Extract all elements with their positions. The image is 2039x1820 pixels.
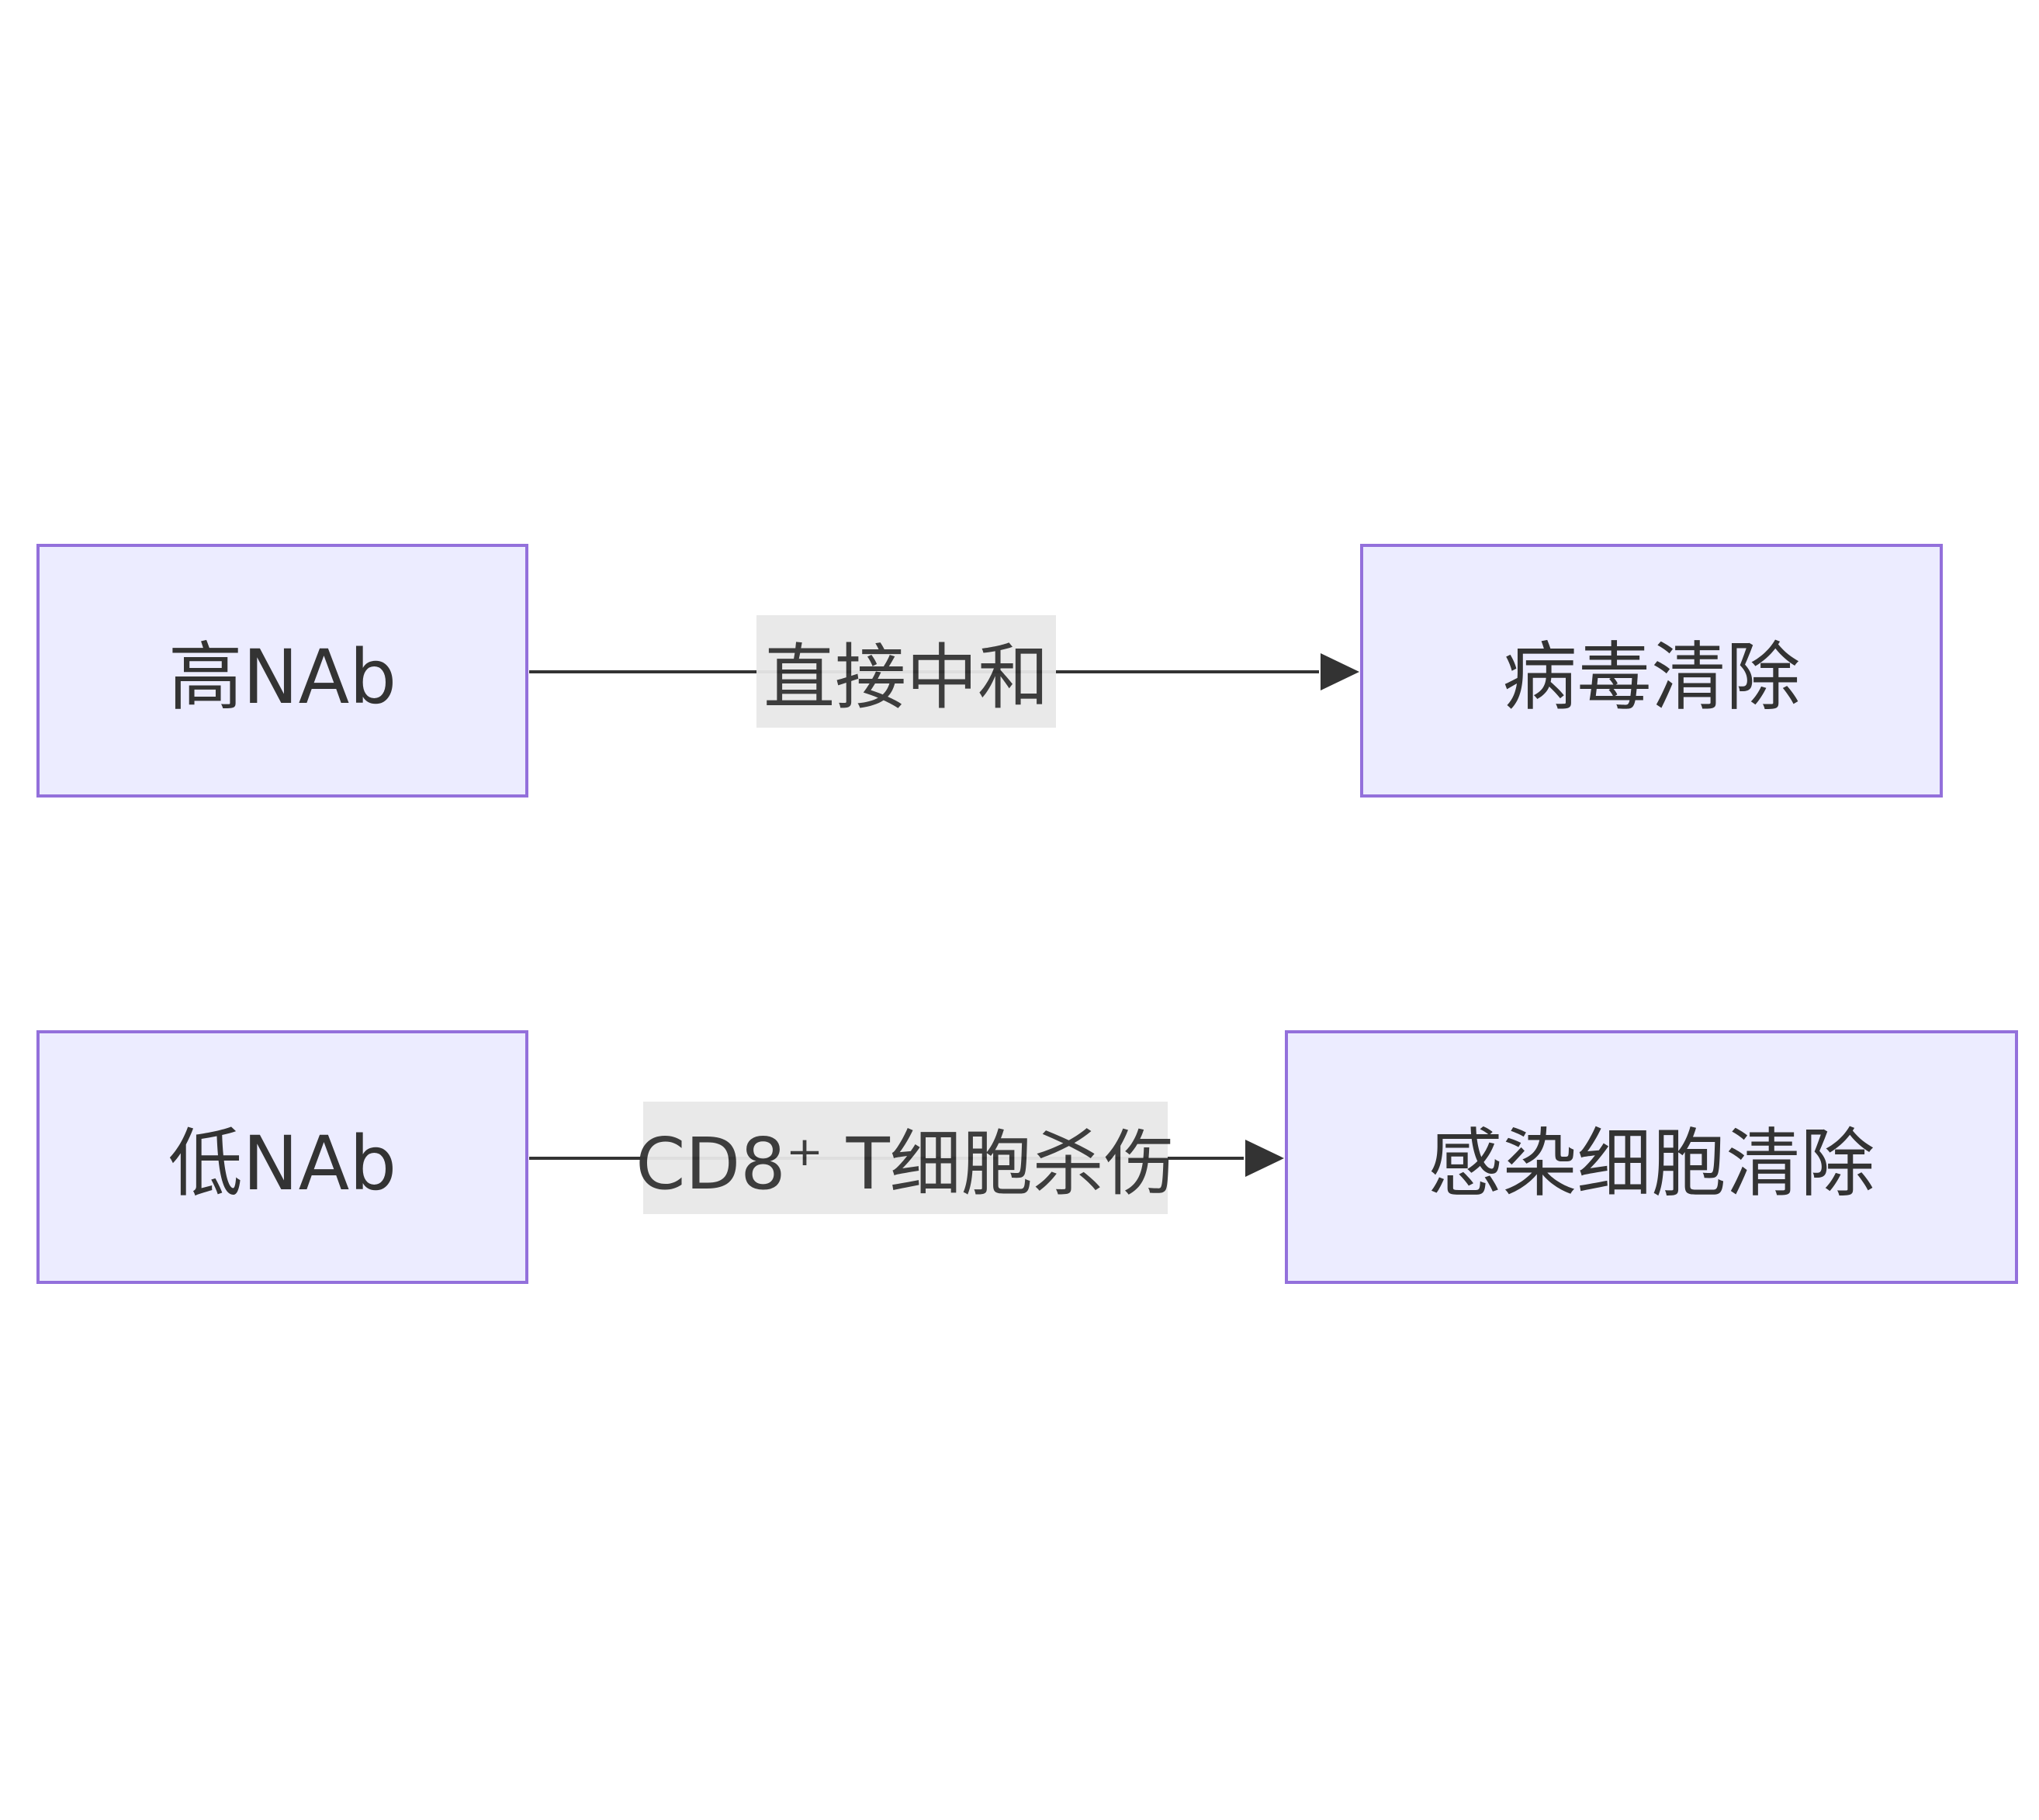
node-virus-clearance-label: 病毒清除 — [1502, 634, 1801, 721]
node-high-nab: 高NAb — [36, 544, 528, 798]
node-virus-clearance: 病毒清除 — [1360, 544, 1943, 798]
node-low-nab-label: 低NAb — [168, 1120, 397, 1207]
edge-label-cd8-killing: CD8⁺ T细胞杀伤 — [635, 1102, 1175, 1214]
node-infected-cell-clearance-label: 感染细胞清除 — [1428, 1120, 1875, 1207]
node-low-nab: 低NAb — [36, 1030, 528, 1284]
arrowhead-icon — [1321, 653, 1359, 690]
arrowhead-icon — [1245, 1140, 1284, 1177]
edge-label-cd8-killing-text: CD8⁺ T细胞杀伤 — [635, 1123, 1175, 1206]
edge-label-neutralization: 直接中和 — [756, 615, 1056, 728]
edge-label-neutralization-text: 直接中和 — [763, 636, 1049, 719]
node-high-nab-label: 高NAb — [168, 634, 397, 721]
node-infected-cell-clearance: 感染细胞清除 — [1285, 1030, 2018, 1284]
